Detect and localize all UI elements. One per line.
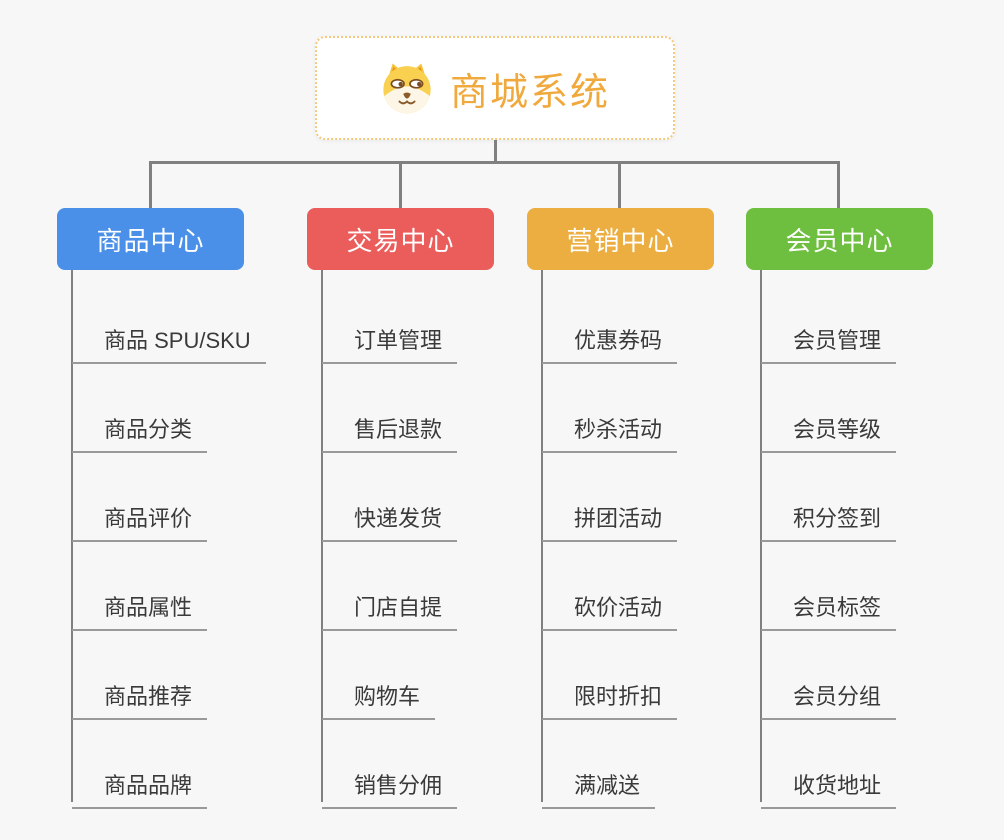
connector-bus (149, 161, 840, 164)
leaf-node-flash-sale[interactable]: 秒杀活动 (542, 398, 678, 453)
leaf-node-group-buy[interactable]: 拼团活动 (542, 487, 678, 542)
leaf-node-sales-commission[interactable]: 销售分佣 (322, 754, 458, 809)
branch-node-trade-center[interactable]: 交易中心 (307, 208, 494, 270)
branch-node-product-center[interactable]: 商品中心 (57, 208, 244, 270)
root-title: 商城系统 (449, 71, 610, 114)
leaf-node-member-group[interactable]: 会员分组 (761, 665, 897, 720)
leaf-node-express-delivery[interactable]: 快递发货 (322, 487, 458, 542)
leaf-node-product-attribute[interactable]: 商品属性 (72, 576, 208, 631)
connector-spine-marketing (541, 270, 543, 802)
connector-spine-products (71, 270, 73, 802)
connector-root-stem (494, 140, 497, 163)
leaf-node-member-tag[interactable]: 会员标签 (761, 576, 897, 631)
leaf-node-member-level[interactable]: 会员等级 (761, 398, 897, 453)
connector-drop-trade (399, 161, 402, 208)
branch-node-member-center[interactable]: 会员中心 (746, 208, 933, 270)
leaf-node-limited-time-discount[interactable]: 限时折扣 (542, 665, 678, 720)
leaf-node-product-review[interactable]: 商品评价 (72, 487, 208, 542)
connector-spine-member (760, 270, 762, 802)
leaf-node-member-management[interactable]: 会员管理 (761, 309, 897, 364)
leaf-node-order-management[interactable]: 订单管理 (322, 309, 458, 364)
leaf-node-shopping-cart[interactable]: 购物车 (322, 665, 436, 720)
root-node-mall-system[interactable]: 商城系统 (315, 36, 675, 140)
leaf-node-store-pickup[interactable]: 门店自提 (322, 576, 458, 631)
leaf-node-spend-save[interactable]: 满减送 (542, 754, 656, 809)
leaf-node-coupon-code[interactable]: 优惠券码 (542, 309, 678, 364)
branch-node-marketing-center[interactable]: 营销中心 (527, 208, 714, 270)
connector-spine-trade (321, 270, 323, 802)
connector-drop-member (837, 161, 840, 208)
branch-label: 营销中心 (566, 225, 675, 256)
branch-label: 会员中心 (785, 225, 894, 256)
leaf-node-aftersale-refund[interactable]: 售后退款 (322, 398, 458, 453)
dog-face-icon (383, 63, 431, 114)
leaf-node-product-recommend[interactable]: 商品推荐 (72, 665, 208, 720)
leaf-node-product-spu-sku[interactable]: 商品 SPU/SKU (72, 309, 266, 364)
connector-drop-products (149, 161, 152, 208)
leaf-node-points-checkin[interactable]: 积分签到 (761, 487, 897, 542)
leaf-node-shipping-address[interactable]: 收货地址 (761, 754, 897, 809)
leaf-node-product-category[interactable]: 商品分类 (72, 398, 208, 453)
branch-label: 商品中心 (96, 225, 205, 256)
leaf-node-bargain-activity[interactable]: 砍价活动 (542, 576, 678, 631)
connector-drop-marketing (618, 161, 621, 208)
leaf-node-product-brand[interactable]: 商品品牌 (72, 754, 208, 809)
branch-label: 交易中心 (346, 225, 455, 256)
